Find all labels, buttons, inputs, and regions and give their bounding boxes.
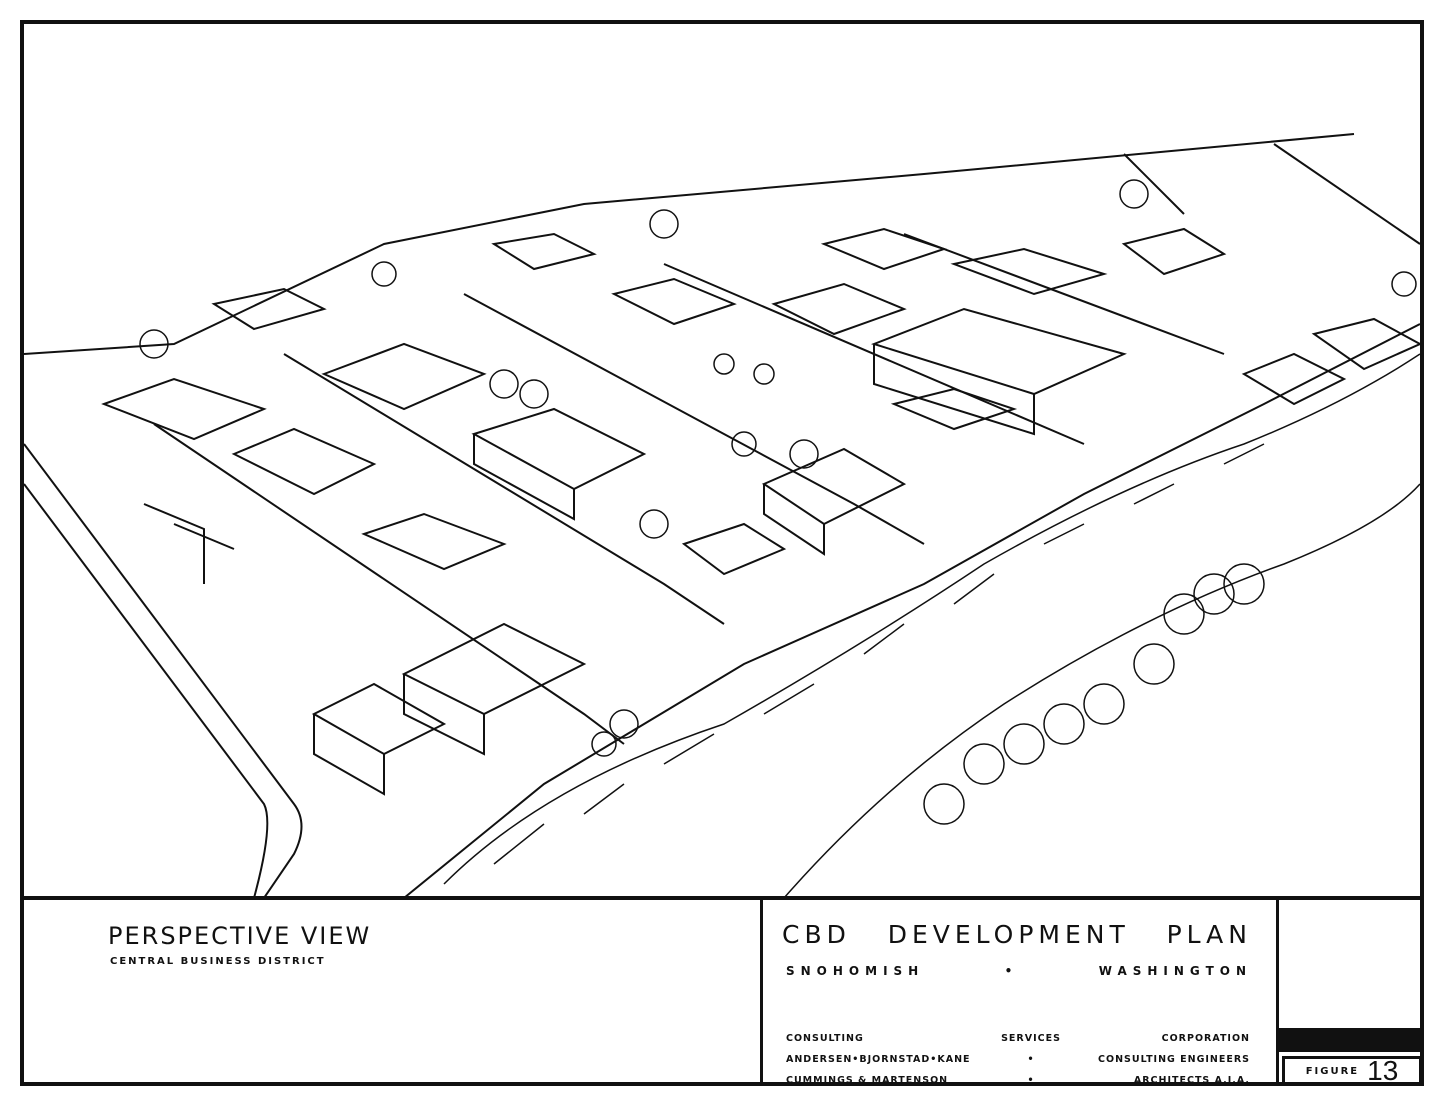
credit-row: ANDERSEN•BJORNSTAD•KANE • CONSULTING ENG…: [786, 1049, 1250, 1070]
plan-title-word: DEVELOPMENT: [887, 920, 1130, 949]
view-subtitle: CENTRAL BUSINESS DISTRICT: [110, 956, 326, 967]
credit-text: CORPORATION: [1161, 1033, 1250, 1044]
location-city: SNOHOMISH: [786, 964, 925, 978]
figure-box: FIGURE 13: [1282, 1055, 1422, 1086]
plan-title-word: PLAN: [1166, 920, 1252, 949]
plan-title-word: CBD: [782, 920, 851, 949]
plan-title: CBD DEVELOPMENT PLAN: [782, 920, 1252, 949]
figure-number: 13: [1367, 1055, 1399, 1086]
credit-text: CUMMINGS & MARTENSON: [786, 1075, 949, 1086]
location: SNOHOMISH • WASHINGTON: [786, 964, 1252, 978]
credit-text: CONSULTING ENGINEERS: [1098, 1054, 1250, 1065]
credit-text: SERVICES: [1001, 1033, 1061, 1044]
credit-text: •: [1027, 1054, 1035, 1065]
perspective-sketch: [24, 133, 1420, 898]
location-state: WASHINGTON: [1098, 964, 1252, 978]
credit-text: CONSULTING: [786, 1033, 864, 1044]
credit-row: CONSULTING SERVICES CORPORATION: [786, 1028, 1250, 1049]
trees: [139, 179, 1417, 825]
credit-row: CUMMINGS & MARTENSON • ARCHITECTS A.I.A.: [786, 1070, 1250, 1091]
view-title: PERSPECTIVE VIEW: [108, 922, 372, 950]
figure-label: FIGURE: [1305, 1065, 1360, 1077]
buildings: [101, 227, 1420, 796]
hillside: [443, 353, 1420, 898]
credit-text: ANDERSEN•BJORNSTAD•KANE: [786, 1054, 971, 1065]
location-separator: •: [1004, 964, 1019, 978]
title-block-divider: [1276, 900, 1279, 1086]
drawing-frame: [20, 20, 1424, 1086]
credit-text: •: [1027, 1075, 1035, 1086]
black-band: [1279, 1028, 1424, 1052]
credit-text: ARCHITECTS A.I.A.: [1133, 1075, 1250, 1086]
title-block-divider: [760, 900, 763, 1086]
title-block: PERSPECTIVE VIEW CENTRAL BUSINESS DISTRI…: [20, 896, 1424, 1086]
streets: [24, 133, 1420, 898]
credits: CONSULTING SERVICES CORPORATION ANDERSEN…: [786, 1028, 1250, 1091]
